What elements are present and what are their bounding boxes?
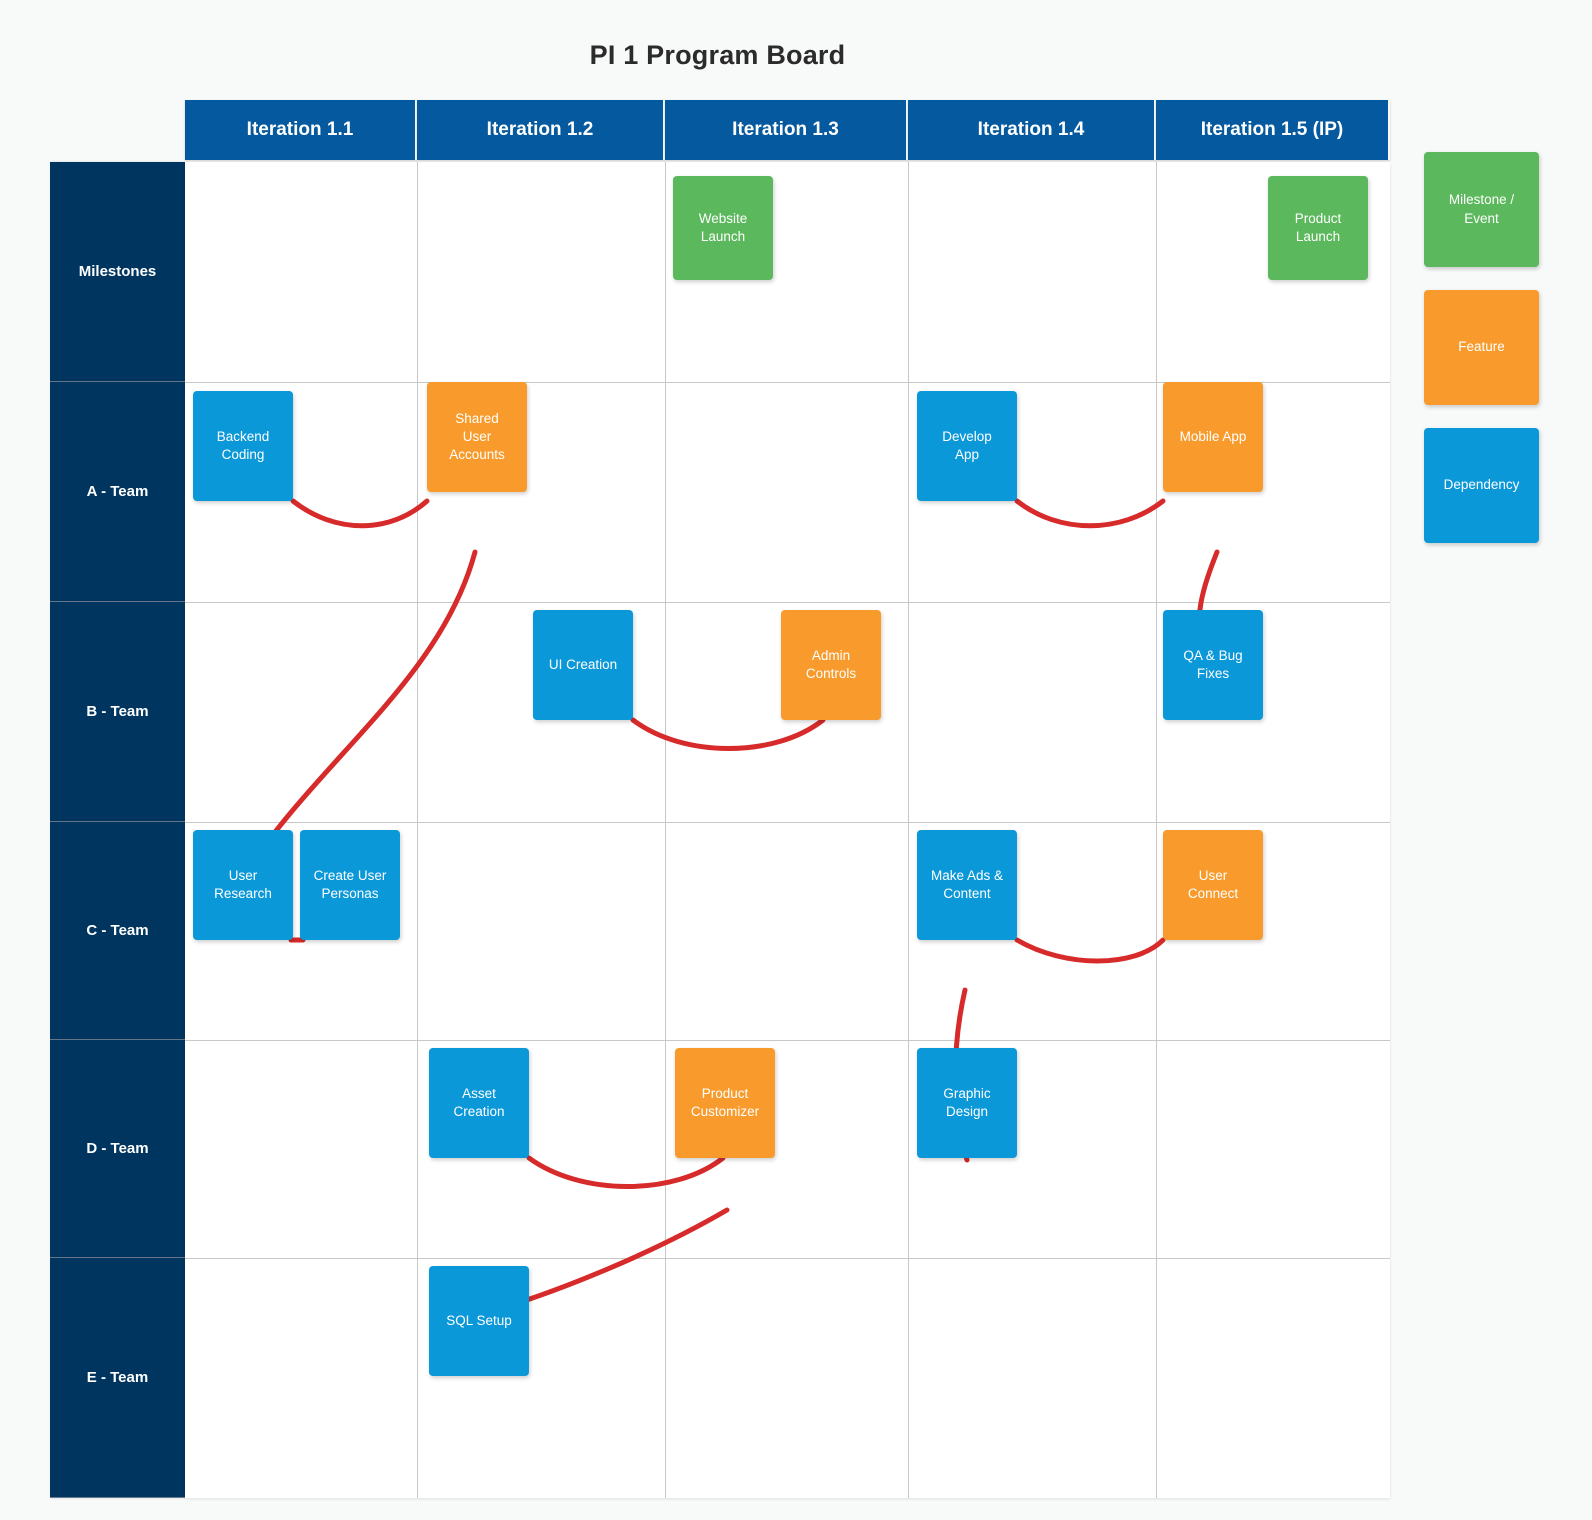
- grid-hline-3: [185, 822, 1390, 823]
- row-label-milestones[interactable]: Milestones: [50, 162, 185, 382]
- row-label-c-team[interactable]: C - Team: [50, 822, 185, 1040]
- connector-asset-creation-to-product-customizer: [526, 1155, 726, 1189]
- row-label-e-team[interactable]: E - Team: [50, 1258, 185, 1498]
- grid-hline-5: [185, 1258, 1390, 1259]
- column-header-iteration-1-3[interactable]: Iteration 1.3: [665, 100, 908, 160]
- card-graphic-design[interactable]: Graphic Design: [917, 1048, 1017, 1158]
- card-mobile-app[interactable]: Mobile App: [1163, 382, 1263, 492]
- card-website-launch[interactable]: Website Launch: [673, 176, 773, 280]
- connector-develop-app-to-mobile-app: [1014, 498, 1166, 529]
- page-title: PI 1 Program Board: [589, 40, 846, 70]
- grid-vline-1: [417, 162, 418, 1498]
- row-label-a-team[interactable]: A - Team: [50, 382, 185, 602]
- legend-item-milestone-event[interactable]: Milestone / Event: [1424, 152, 1539, 267]
- grid-vline-3: [908, 162, 909, 1498]
- grid-vline-2: [665, 162, 666, 1498]
- card-create-user-personas[interactable]: Create User Personas: [300, 830, 400, 940]
- program-board-grid: Iteration 1.1 Iteration 1.2 Iteration 1.…: [50, 100, 1390, 1498]
- grid-vline-4: [1156, 162, 1157, 1498]
- row-label-b-team[interactable]: B - Team: [50, 602, 185, 822]
- card-backend-coding[interactable]: Backend Coding: [193, 391, 293, 501]
- legend: Milestone / Event Feature Dependency: [1424, 152, 1539, 543]
- column-header-iteration-1-5[interactable]: Iteration 1.5 (IP): [1156, 100, 1390, 160]
- connector-make-ads-content-to-user-connect: [1014, 937, 1166, 964]
- card-ui-creation[interactable]: UI Creation: [533, 610, 633, 720]
- connector-ui-creation-to-admin-controls: [630, 717, 826, 751]
- card-product-launch[interactable]: Product Launch: [1268, 176, 1368, 280]
- card-shared-user-accounts[interactable]: Shared User Accounts: [427, 382, 527, 492]
- column-header-iteration-1-4[interactable]: Iteration 1.4: [908, 100, 1156, 160]
- card-sql-setup[interactable]: SQL Setup: [429, 1266, 529, 1376]
- card-qa-bug-fixes[interactable]: QA & Bug Fixes: [1163, 610, 1263, 720]
- card-asset-creation[interactable]: Asset Creation: [429, 1048, 529, 1158]
- column-header-iteration-1-2[interactable]: Iteration 1.2: [417, 100, 665, 160]
- card-make-ads-content[interactable]: Make Ads & Content: [917, 830, 1017, 940]
- grid-body: Website Launch Product Launch Backend Co…: [185, 162, 1390, 1498]
- card-product-customizer[interactable]: Product Customizer: [675, 1048, 775, 1158]
- card-user-connect[interactable]: User Connect: [1163, 830, 1263, 940]
- legend-item-feature[interactable]: Feature: [1424, 290, 1539, 405]
- grid-hline-4: [185, 1040, 1390, 1041]
- grid-hline-1: [185, 382, 1390, 383]
- card-user-research[interactable]: User Research: [193, 830, 293, 940]
- row-label-d-team[interactable]: D - Team: [50, 1040, 185, 1258]
- legend-item-dependency[interactable]: Dependency: [1424, 428, 1539, 543]
- card-develop-app[interactable]: Develop App: [917, 391, 1017, 501]
- grid-hline-2: [185, 602, 1390, 603]
- card-admin-controls[interactable]: Admin Controls: [781, 610, 881, 720]
- column-header-iteration-1-1[interactable]: Iteration 1.1: [185, 100, 417, 160]
- connector-backend-coding-to-shared-user-accounts: [290, 498, 430, 529]
